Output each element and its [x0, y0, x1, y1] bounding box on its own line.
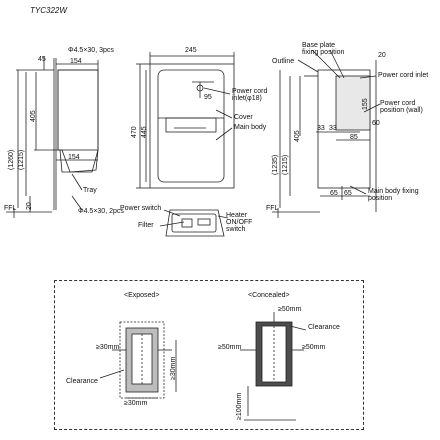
main-body-label: Main body [234, 124, 267, 131]
left-floor-label: FFL [4, 205, 17, 212]
model-title: TYC322W [30, 6, 67, 15]
exposed-clearance-label: Clearance [66, 378, 98, 385]
installation-clearance-box [54, 280, 364, 430]
exposed-bottom-gap: ≥30mm [124, 400, 148, 407]
power-cord-wall-label: Power cord position (wall) [380, 100, 423, 114]
left-dim-1215: (1215) [18, 149, 25, 170]
right-dim-85: 85 [350, 134, 358, 141]
left-dim-1260: (1260) [8, 149, 15, 170]
exposed-right-gap: ≥30mm [170, 356, 177, 380]
left-dim-20: 20 [26, 202, 33, 210]
right-dim-155: 155 [362, 98, 369, 110]
front-dim-95: 95 [204, 94, 212, 101]
front-view [136, 52, 235, 189]
side-view-right [272, 49, 381, 218]
exposed-left-gap: ≥30mm [96, 344, 120, 351]
right-dim-33a: 33 [317, 125, 325, 132]
front-dim-445: 445 [141, 126, 148, 138]
front-dim-470: 470 [131, 126, 138, 138]
left-dim-width-top: 154 [70, 58, 82, 65]
left-dim-top: 45 [38, 56, 46, 63]
bottom-view [159, 209, 229, 237]
right-power-cord-inlet: Power cord inlet [378, 72, 429, 79]
base-plate-label: Base plate fixing position [302, 42, 345, 56]
concealed-title: <Concealed> [248, 292, 290, 299]
power-switch-label: Power switch [120, 205, 162, 212]
cover-label: Cover [234, 114, 253, 121]
exposed-clearance-figure [99, 321, 177, 399]
filter-label: Filter [138, 222, 154, 229]
right-dim-20: 20 [378, 52, 386, 59]
right-dim-60: 60 [372, 120, 380, 127]
right-dim-33b: 33 [329, 125, 337, 132]
left-screw-bottom: Φ4.5×30, 2pcs [78, 208, 124, 215]
main-body-fixing-label: Main body fixing position [368, 188, 419, 202]
right-dim-65a: 65 [330, 190, 338, 197]
concealed-clearance-figure [240, 312, 307, 421]
side-view-left [6, 56, 99, 218]
concealed-top-gap: ≥50mm [278, 306, 302, 313]
left-screw-top: Φ4.5×30, 3pcs [68, 47, 114, 54]
power-cord-inlet-label: Power cord inlet(φ18) [232, 88, 268, 102]
left-dim-405: 405 [30, 110, 37, 122]
right-dim-1215: (1215) [282, 154, 289, 175]
exposed-title: <Exposed> [124, 292, 160, 299]
tray-label: Tray [83, 187, 97, 194]
left-dim-width-bottom: 154 [68, 154, 80, 161]
concealed-clearance-label: Clearance [308, 324, 340, 331]
outline-label: Outline [272, 58, 295, 65]
heater-switch-label: Heater ON/OFF switch [226, 212, 253, 233]
right-dim-1235: (1235) [272, 154, 279, 175]
concealed-bottom-gap: ≥100mm [236, 392, 243, 420]
concealed-right-gap: ≥50mm [302, 344, 326, 351]
right-dim-405: 405 [294, 130, 301, 142]
concealed-left-gap: ≥50mm [218, 344, 242, 351]
right-dim-65b: 65 [344, 190, 352, 197]
front-dim-245: 245 [185, 47, 197, 54]
right-floor-label: FFL [266, 205, 279, 212]
